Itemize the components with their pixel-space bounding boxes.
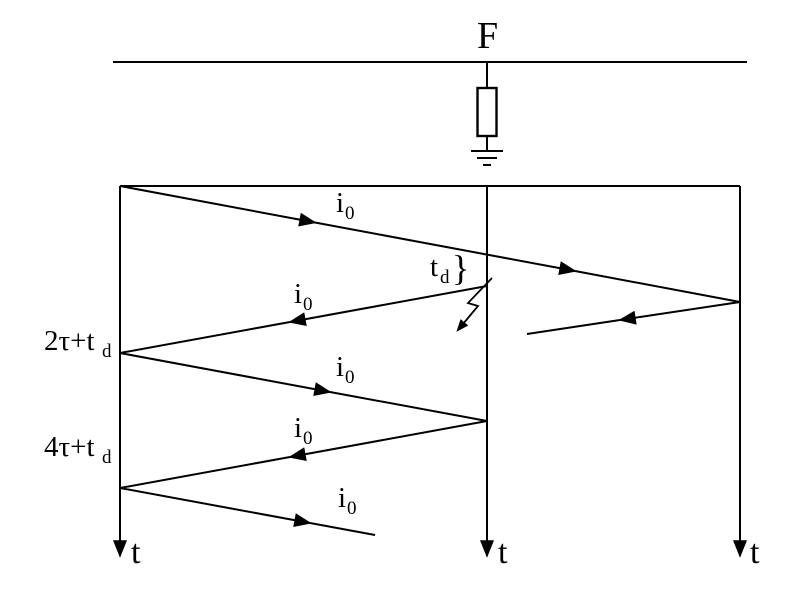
wave4-segment-b	[329, 391, 488, 422]
fault-point-label: F	[477, 15, 498, 57]
svg-text:i: i	[336, 187, 344, 219]
wave1-segment-a	[119, 185, 317, 227]
svg-text:0: 0	[303, 428, 313, 449]
delay-label: t d	[430, 251, 450, 288]
svg-text:0: 0	[345, 203, 355, 224]
wave2-segment-a	[618, 301, 741, 325]
ground-icon	[471, 150, 503, 166]
delay-brace: }	[452, 248, 469, 288]
wave1-segment-b	[314, 221, 577, 275]
axis-label-t-left: t	[131, 534, 141, 571]
current-label-3: i 0	[336, 351, 355, 388]
svg-text:i: i	[294, 412, 302, 444]
svg-text:0: 0	[345, 367, 355, 388]
svg-text:i: i	[338, 482, 346, 514]
fault-resistor	[476, 86, 498, 138]
svg-text:t: t	[430, 251, 438, 283]
svg-text:0: 0	[303, 294, 313, 315]
svg-text:d: d	[102, 447, 112, 468]
wave6-segment-b	[309, 522, 376, 536]
wave2-segment-b	[526, 319, 621, 335]
axis-label-t-right: t	[750, 534, 760, 571]
wave4-segment-a	[119, 352, 332, 397]
axis-label-t-fault: t	[498, 534, 508, 571]
svg-text:d: d	[440, 267, 450, 288]
current-label-1: i 0	[336, 187, 355, 224]
wave1-segment-c	[574, 270, 741, 303]
current-label-4: i 0	[294, 412, 313, 449]
svg-text:2τ+t: 2τ+t	[44, 325, 95, 357]
current-label-2: i 0	[294, 278, 313, 315]
svg-text:i: i	[294, 278, 302, 310]
current-label-5: i 0	[338, 482, 357, 519]
svg-text:4τ+t: 4τ+t	[44, 431, 95, 463]
arrival-label-4tau: 4τ+t d	[44, 431, 112, 468]
arrival-label-2tau: 2τ+t d	[44, 325, 112, 362]
wave3-segment-b	[119, 321, 291, 354]
svg-text:0: 0	[347, 498, 357, 519]
svg-text:i: i	[336, 351, 344, 383]
wave6-segment-a	[119, 487, 312, 528]
wave5-segment-b	[119, 456, 291, 489]
svg-text:d: d	[102, 341, 112, 362]
wave3-segment-a	[288, 285, 488, 327]
wave5-segment-a	[288, 420, 488, 462]
fault-flash-icon	[456, 277, 493, 332]
